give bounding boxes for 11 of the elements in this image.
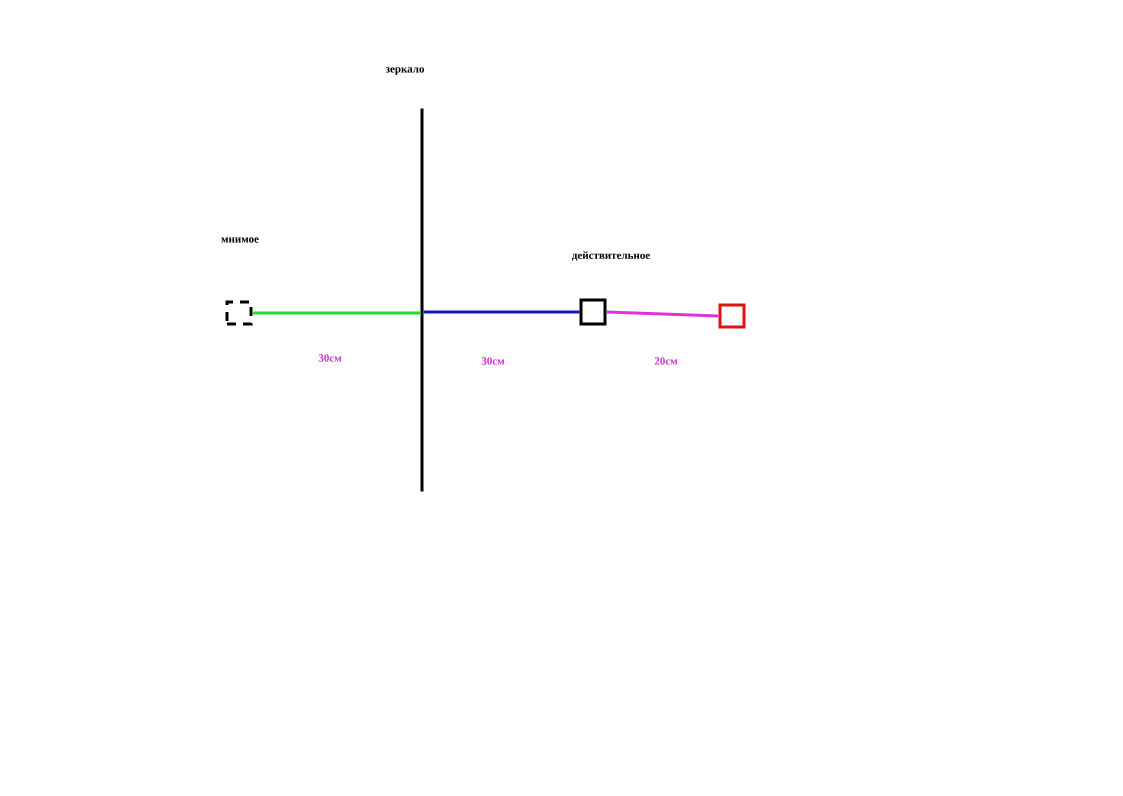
- node-label: действительное: [572, 251, 650, 261]
- image-label: мнимое: [221, 237, 259, 243]
- edge-label: 30см: [481, 357, 505, 365]
- connector-line: [423, 310, 580, 314]
- square-box: [718, 303, 746, 329]
- virtual-image-box: [225, 300, 253, 326]
- edge-label: 20см: [654, 357, 678, 365]
- connector-line: [252, 311, 421, 315]
- edge-label: 30см: [318, 354, 342, 362]
- node-label: зеркало: [385, 67, 424, 75]
- connector-line: [606, 310, 719, 318]
